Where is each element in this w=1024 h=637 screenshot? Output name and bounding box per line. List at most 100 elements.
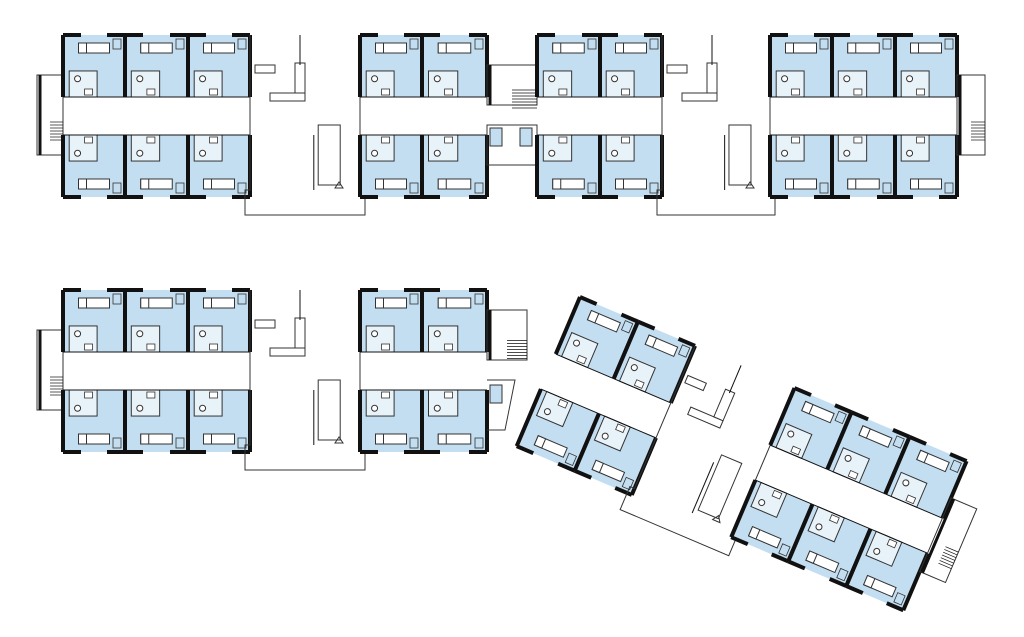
sink-icon <box>847 470 859 480</box>
toilet-icon <box>844 454 852 462</box>
hall-outline <box>244 290 366 471</box>
room-floor <box>574 413 656 495</box>
kitchen-counter <box>269 92 306 102</box>
toilet-icon <box>371 149 379 157</box>
wardrobe-icon <box>474 293 484 305</box>
entrance-arrow-icon <box>745 181 755 189</box>
room-floor <box>846 528 928 611</box>
patient-room <box>358 33 424 98</box>
wall <box>514 388 543 447</box>
sink-icon <box>615 423 626 434</box>
sink-icon <box>381 88 390 96</box>
bathroom <box>428 389 459 417</box>
patient-room <box>186 134 252 199</box>
corridor-wall <box>812 503 871 530</box>
sink-icon <box>557 398 569 409</box>
patient-room <box>420 134 489 199</box>
wardrobe-icon <box>175 437 185 449</box>
wardrobe-icon <box>819 38 829 50</box>
wardrobe-icon <box>882 38 892 50</box>
wardrobe-icon <box>882 182 892 194</box>
patient-room <box>61 389 127 454</box>
stair-outline <box>486 309 528 361</box>
bathroom <box>542 70 573 98</box>
pillow-icon <box>78 433 87 445</box>
wardrobe-icon <box>474 38 484 50</box>
patient-room <box>420 33 489 98</box>
kitchen-counter <box>713 388 736 422</box>
room-floor <box>731 480 813 562</box>
wall <box>844 528 873 587</box>
service-room <box>519 127 533 147</box>
patient-room <box>123 389 190 454</box>
staff-bathroom <box>697 454 743 520</box>
wardrobe-icon <box>112 38 122 50</box>
sink-icon <box>621 88 630 96</box>
patient-room <box>893 134 959 199</box>
sink-icon <box>146 343 156 351</box>
room-wing <box>358 288 489 454</box>
corridor-wall <box>827 468 886 495</box>
wardrobe-icon <box>409 38 419 50</box>
toilet-icon <box>906 75 914 83</box>
staff-bathroom <box>317 379 341 441</box>
staircase <box>486 64 538 109</box>
bathroom <box>130 70 161 98</box>
pillow-icon <box>140 42 150 54</box>
wardrobe-icon <box>409 293 419 305</box>
wardrobe-icon <box>237 182 247 194</box>
day-room-hall <box>244 290 366 471</box>
toilet-icon <box>548 75 556 83</box>
patient-room <box>830 134 897 199</box>
toilet-icon <box>573 339 581 347</box>
stair-outline <box>36 74 64 156</box>
wardrobe-icon <box>949 459 962 473</box>
patient-room <box>598 134 664 199</box>
patient-room <box>186 389 252 454</box>
room-wing <box>61 288 252 454</box>
sink-icon <box>444 88 453 96</box>
pillow-icon <box>910 178 919 190</box>
pillow-icon <box>375 297 384 309</box>
pillow-icon <box>203 297 212 309</box>
patient-room <box>883 435 969 519</box>
wardrobe-icon <box>649 38 659 50</box>
stair-step <box>944 549 958 556</box>
patient-room <box>61 134 127 199</box>
room-wing <box>514 295 697 497</box>
corridor-wall <box>598 413 657 439</box>
wall <box>834 403 853 415</box>
sink-icon <box>444 343 453 351</box>
patient-room <box>123 288 190 353</box>
wall <box>729 479 758 538</box>
wardrobe-icon <box>892 435 905 449</box>
wall <box>515 444 535 455</box>
corridor-wall <box>555 353 614 380</box>
toilet-icon <box>136 330 144 338</box>
wardrobe-icon <box>944 38 954 50</box>
entrance-arrow-icon <box>334 181 344 189</box>
pillow-icon <box>203 178 212 190</box>
patient-room <box>358 134 424 199</box>
wall <box>637 319 656 331</box>
patient-room <box>825 410 912 495</box>
pillow-icon <box>615 42 624 54</box>
sink-icon <box>444 391 453 399</box>
wardrobe-icon <box>474 182 484 194</box>
sink-icon <box>886 538 898 549</box>
service-room <box>489 127 503 147</box>
hall-outline <box>244 35 366 216</box>
wardrobe-icon <box>237 293 247 305</box>
sink-icon <box>633 379 645 389</box>
wall <box>770 552 790 564</box>
sink-icon <box>84 88 93 96</box>
patient-room <box>358 288 424 353</box>
pillow-icon <box>591 459 605 474</box>
sink-icon <box>84 136 93 144</box>
kitchen-counter <box>269 347 306 357</box>
wall <box>786 503 815 563</box>
toilet-icon <box>601 432 609 440</box>
wall <box>573 468 593 480</box>
pillow-icon <box>615 178 624 190</box>
